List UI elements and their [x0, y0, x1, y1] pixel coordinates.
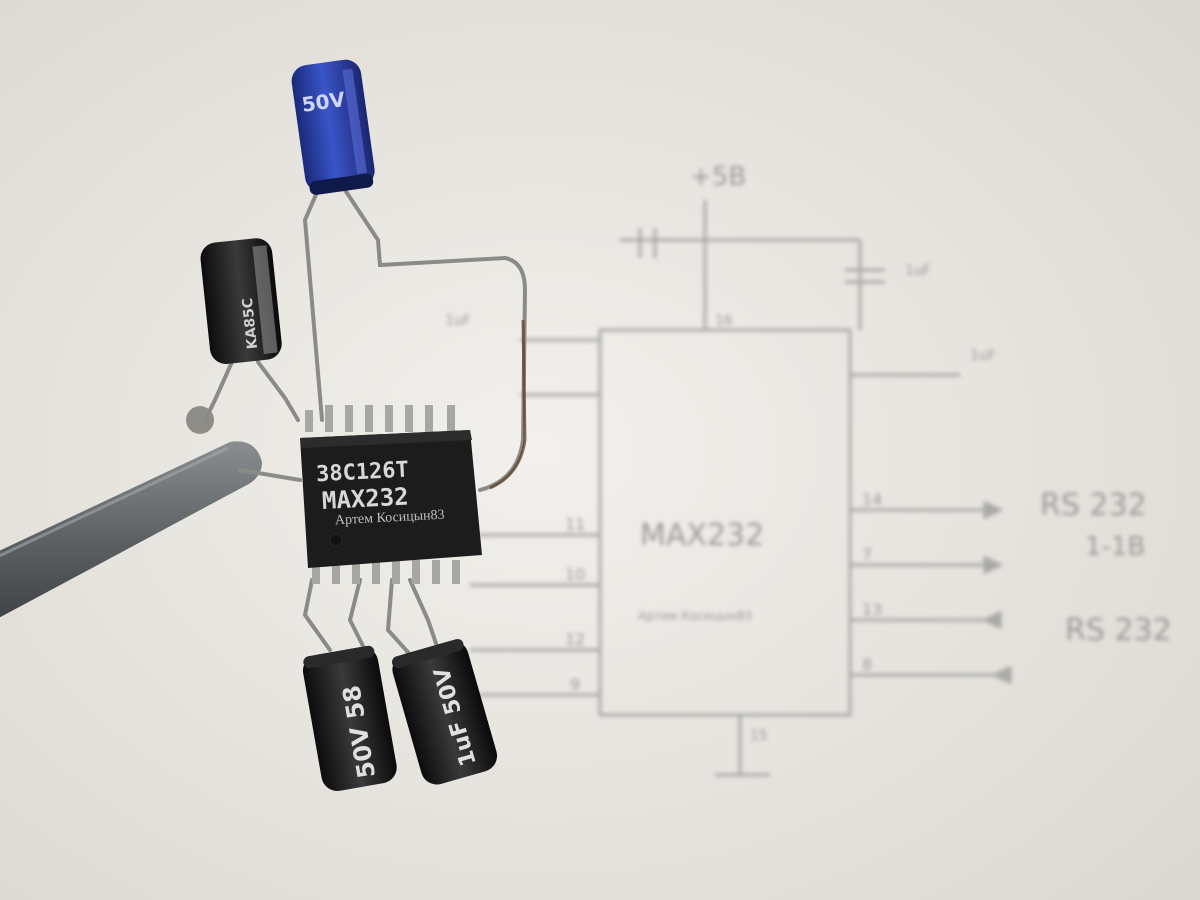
schematic-rs232-label: RS 232: [1040, 488, 1147, 523]
schematic-cap-label: 1uF: [445, 313, 471, 329]
chip-pins-top: [305, 405, 455, 432]
bottom-right-capacitor: 1uF 50V: [391, 639, 498, 785]
chip-logo-code: 38C126T: [316, 458, 410, 488]
schematic-pin: 12: [565, 630, 585, 649]
schematic-pin: 7: [862, 545, 872, 564]
chip-part-number: MAX232: [321, 483, 409, 515]
schematic-pin: 15: [750, 728, 768, 744]
schematic-pin: 8: [862, 655, 872, 674]
left-black-capacitor: KA85C: [200, 238, 282, 364]
chip-pins-bottom: [312, 560, 460, 584]
schematic-cap-label: 1uF: [970, 348, 996, 364]
schematic-pin: 14: [862, 490, 882, 509]
schematic-pin: 11: [565, 515, 585, 534]
left-cap-text: KA85C: [240, 297, 261, 350]
schematic-rs232-sub: 1-1В: [1085, 532, 1145, 562]
schematic-power-label: +5В: [690, 162, 746, 192]
schematic-pin: 10: [565, 565, 585, 584]
schematic-chip-label: MAX232: [640, 518, 764, 553]
background-schematic: [470, 200, 1012, 777]
schematic-rs232-label: RS 232: [1065, 613, 1172, 648]
schematic-pin: 16: [715, 313, 733, 329]
schematic-chip-box: [598, 328, 852, 717]
chip-pin1-dot: [329, 533, 343, 547]
schematic-chip-sublabel: Артем Косицын83: [638, 609, 752, 623]
blue-capacitor: 50V: [291, 59, 375, 195]
schematic-pin: 9: [570, 675, 580, 694]
oxidized-wire: [489, 319, 527, 490]
schematic-pin: 13: [862, 600, 882, 619]
tweezers: [0, 406, 262, 618]
max232-chip: 38C126T MAX232 Артем Косицын83: [300, 430, 482, 568]
watermark-text: Артем Косицын83: [335, 508, 445, 529]
bottom-left-capacitor: 50V 58: [302, 645, 397, 792]
schematic-cap-label: 1uF: [905, 263, 931, 279]
